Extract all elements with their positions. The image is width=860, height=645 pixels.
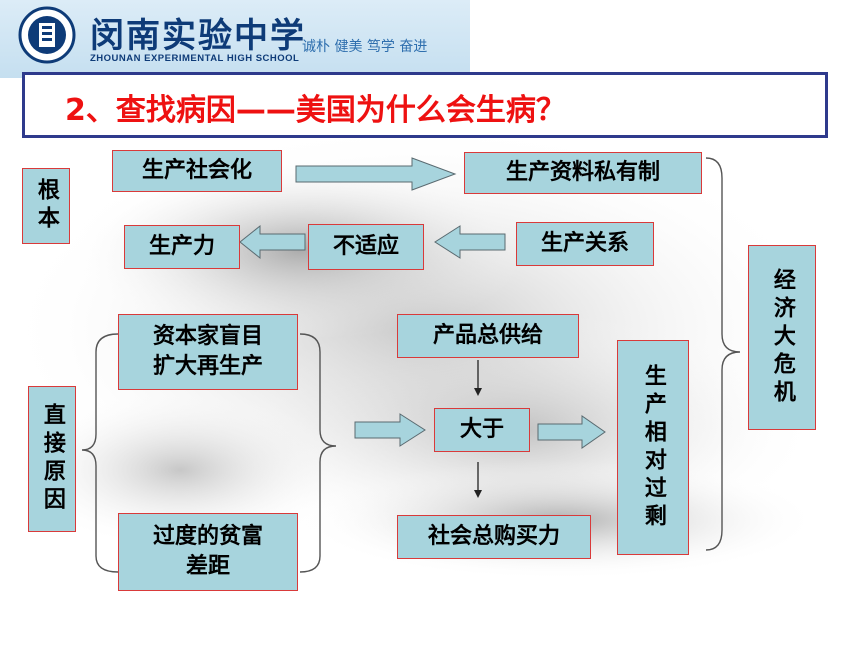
school-name-cn: 闵南实验中学 <box>90 16 306 56</box>
box-not-adapt: 不适应 <box>308 224 424 270</box>
label-economic-crisis: 经济大危机 <box>748 245 816 430</box>
brace-causes-left <box>81 333 119 573</box>
brace-crisis <box>705 157 741 551</box>
box-private-ownership: 生产资料私有制 <box>464 152 702 194</box>
box-wealth-gap: 过度的贫富 差距 <box>118 513 298 591</box>
box-greater-than: 大于 <box>434 408 530 452</box>
label-root: 根本 <box>22 168 70 244</box>
title-frame: 2、查找病因——美国为什么会生病？ <box>22 72 828 138</box>
arrow-socialization-to-ownership <box>295 157 457 191</box>
arrow-relations-to-notadapt <box>434 225 506 259</box>
box-capitalists: 资本家盲目 扩大再生产 <box>118 314 298 390</box>
box-total-supply: 产品总供给 <box>397 314 579 358</box>
school-logo-icon <box>18 6 76 64</box>
arrow-notadapt-to-productivity <box>239 224 306 260</box>
arrow-causes-to-greater <box>354 413 426 447</box>
box-overproduction: 生产相对过剩 <box>617 340 689 555</box>
school-header: 闵南实验中学 ZHOUNAN EXPERIMENTAL HIGH SCHOOL … <box>0 0 470 78</box>
box-total-demand: 社会总购买力 <box>397 515 591 559</box>
box-productivity: 生产力 <box>124 225 240 269</box>
box-socialization: 生产社会化 <box>112 150 282 192</box>
box-relations: 生产关系 <box>516 222 654 266</box>
school-name-en: ZHOUNAN EXPERIMENTAL HIGH SCHOOL <box>90 53 300 64</box>
brace-causes-right <box>299 333 337 573</box>
arrow-greater-to-overproduction <box>537 415 606 449</box>
slide-title: 2、查找病因——美国为什么会生病？ <box>65 93 566 128</box>
label-direct-cause: 直接原因 <box>28 386 76 532</box>
school-motto: 诚朴 健美 笃学 奋进 <box>302 39 428 55</box>
